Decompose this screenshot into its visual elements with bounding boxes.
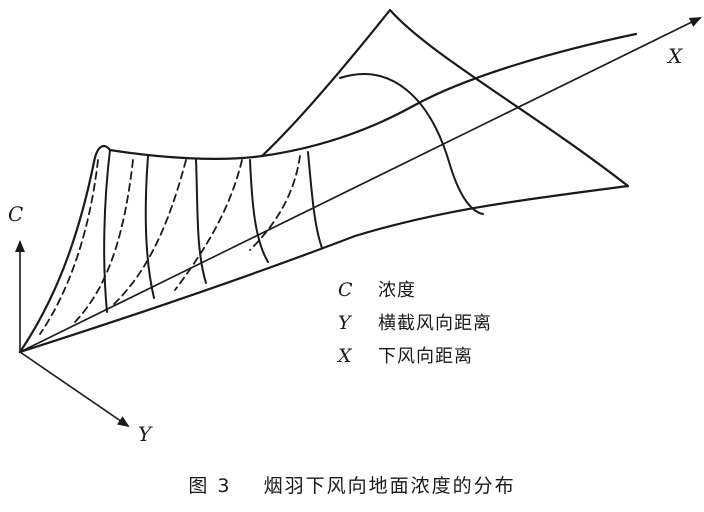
c-axis-label: C xyxy=(8,202,24,226)
plume-far-edge xyxy=(260,8,630,188)
cross-section-3 xyxy=(195,159,207,284)
cross-section-2 xyxy=(144,155,155,299)
cross-section-1 xyxy=(103,149,111,313)
x-axis-label: X xyxy=(668,44,683,68)
legend-item-y: Y 横截风向距离 xyxy=(338,309,558,342)
plume-top-edge xyxy=(108,32,638,160)
figure-caption: 图 3 烟羽下风向地面浓度的分布 xyxy=(188,475,516,497)
cross-section-4 xyxy=(249,159,269,263)
cross-section-5 xyxy=(307,151,323,249)
legend-text: 下风向距离 xyxy=(378,346,473,367)
hidden-profile-3 xyxy=(111,159,187,307)
legend-text: 浓度 xyxy=(378,280,416,301)
legend-item-c: C 浓度 xyxy=(338,276,558,309)
plume-left-rise xyxy=(18,160,96,354)
legend-symbol: C xyxy=(338,279,353,301)
plume-lower-edge xyxy=(18,184,630,354)
plume-near-tip xyxy=(92,144,112,164)
plume-far-profile xyxy=(339,73,484,215)
legend-symbol: X xyxy=(338,345,352,367)
legend-item-x: X 下风向距离 xyxy=(338,342,558,375)
hidden-profile-1 xyxy=(39,159,99,335)
y-axis-label: Y xyxy=(138,422,152,446)
legend-symbol: Y xyxy=(338,312,351,334)
x-axis xyxy=(19,17,702,353)
y-axis xyxy=(19,351,130,428)
legend: C 浓度 Y 横截风向距离 X 下风向距离 xyxy=(338,276,558,375)
hidden-profile-2 xyxy=(74,159,134,323)
hidden-profile-5 xyxy=(249,155,301,251)
hidden-profile-4 xyxy=(174,159,243,291)
legend-text: 横截风向距离 xyxy=(378,313,492,334)
